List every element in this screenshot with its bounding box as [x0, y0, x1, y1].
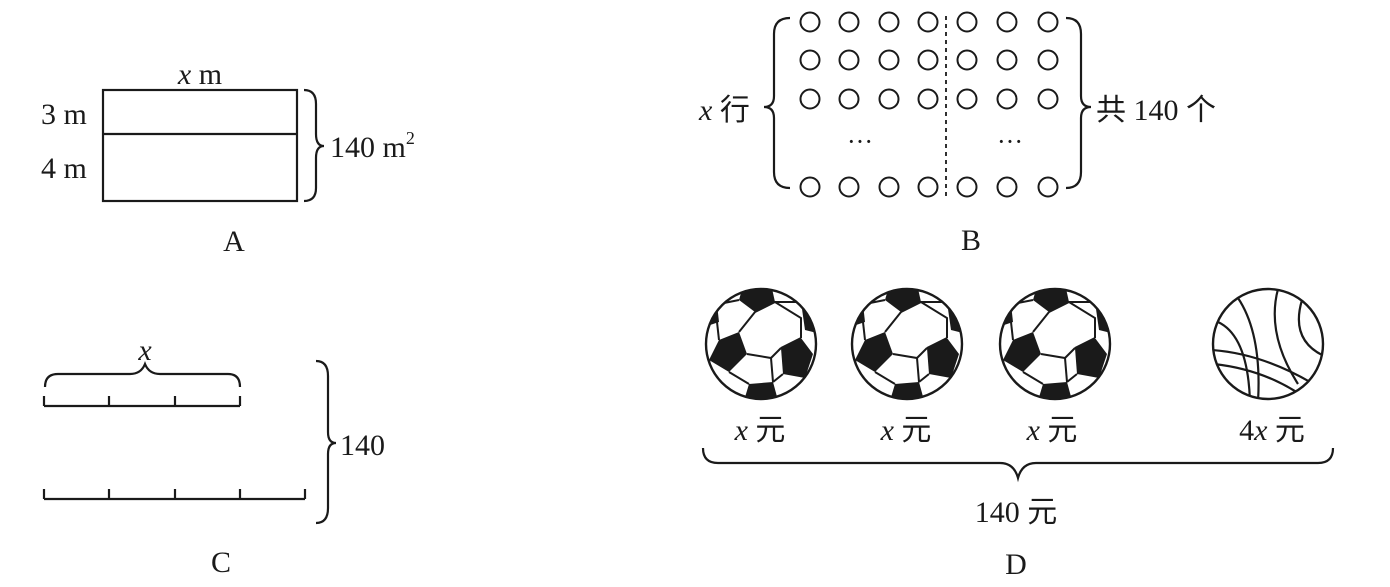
- panel-b-right-brace: [1065, 16, 1092, 190]
- soccer-price-label-3: x 元: [1026, 414, 1078, 447]
- panel-c-top-brace: [43, 361, 242, 388]
- panel-a-left-bottom-label: 4 m: [41, 152, 87, 185]
- grid-circle: [838, 11, 860, 33]
- grid-circle: [917, 49, 939, 71]
- panel-b-ellipsis-right: ···: [997, 127, 1023, 156]
- panel-d-bottom-brace: [701, 447, 1335, 483]
- panel-c-total-label: 140: [340, 429, 385, 462]
- grid-circle: [917, 11, 939, 33]
- panel-b-circle-grid: [799, 11, 1059, 198]
- panel-a-top-label: x m: [177, 58, 222, 91]
- panel-c-caption: C: [211, 546, 231, 579]
- grid-circle: [838, 176, 860, 198]
- soccer-ball-icon: [995, 284, 1115, 404]
- panel-c: x 140 C: [42, 334, 385, 579]
- grid-circle: [1037, 88, 1059, 110]
- grid-circle: [956, 49, 978, 71]
- soccer-ball-icon: [701, 284, 821, 404]
- grid-circle: [996, 176, 1018, 198]
- grid-circle: [1037, 176, 1059, 198]
- grid-circle: [799, 88, 821, 110]
- panel-b-left-brace: [763, 16, 791, 190]
- grid-circle: [1037, 11, 1059, 33]
- panel-b-total-label: 共 140 个: [1096, 94, 1216, 127]
- grid-circle: [996, 49, 1018, 71]
- basketball-price-label: 4x 元: [1239, 414, 1305, 447]
- basketball-icon: [1212, 289, 1324, 402]
- soccer-price-label-2: x 元: [880, 414, 932, 447]
- panel-a-caption: A: [223, 225, 245, 258]
- grid-circle: [956, 176, 978, 198]
- grid-circle: [799, 49, 821, 71]
- panel-c-top-segment: [42, 396, 242, 408]
- panel-d: x 元 x 元 x 元 4x 元 140 元 D: [701, 284, 1335, 581]
- panel-b-rows-label: x 行: [698, 94, 750, 127]
- grid-circle: [917, 88, 939, 110]
- soccer-ball-icon: [847, 284, 967, 404]
- panel-a-brace: [303, 88, 325, 203]
- grid-circle: [878, 11, 900, 33]
- grid-circle: [1037, 49, 1059, 71]
- grid-circle: [799, 176, 821, 198]
- panel-a-rectangle: [101, 88, 299, 203]
- panel-c-bottom-segment: [42, 489, 307, 501]
- grid-circle: [799, 11, 821, 33]
- grid-circle: [838, 49, 860, 71]
- grid-circle: [838, 88, 860, 110]
- grid-circle: [878, 176, 900, 198]
- grid-circle: [878, 88, 900, 110]
- soccer-price-label-1: x 元: [734, 414, 786, 447]
- grid-circle: [956, 11, 978, 33]
- grid-circle: [996, 11, 1018, 33]
- panel-a-area-label: 140 m2: [330, 128, 415, 164]
- grid-circle: [878, 49, 900, 71]
- panel-b-ellipsis-left: ···: [847, 127, 873, 156]
- panel-a-left-top-label: 3 m: [41, 98, 87, 131]
- panel-d-caption: D: [1005, 548, 1027, 581]
- grid-circle: [996, 88, 1018, 110]
- panel-c-top-var: x: [137, 334, 152, 367]
- panel-b-caption: B: [961, 224, 981, 257]
- panel-a: x m 3 m 4 m 140 m2 A: [41, 58, 415, 258]
- panel-d-total-label: 140 元: [975, 496, 1058, 529]
- grid-circle: [956, 88, 978, 110]
- grid-circle: [917, 176, 939, 198]
- panel-b: ··· ··· x 行 共 140 个 B: [698, 11, 1216, 257]
- panel-c-right-brace: [315, 359, 337, 525]
